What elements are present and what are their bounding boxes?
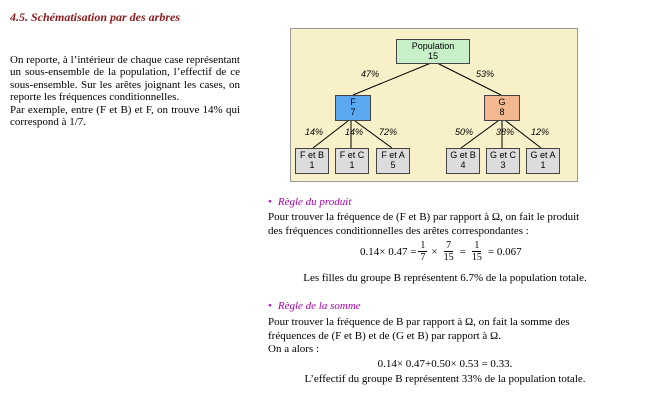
edge-g-gb bbox=[460, 120, 499, 149]
node-count: 1 bbox=[540, 160, 546, 170]
formula-lhs: 0.14× 0.47 = bbox=[360, 245, 417, 258]
node-count: 7 bbox=[350, 107, 356, 117]
node-g-et-c: G et C 3 bbox=[486, 148, 520, 174]
node-label: G et B bbox=[450, 150, 476, 160]
rule-sum-title: Règle de la somme bbox=[277, 300, 361, 312]
node-g-et-b: G et B 4 bbox=[446, 148, 480, 174]
tree-edges bbox=[312, 62, 542, 149]
fraction-1-7: 1 7 bbox=[418, 240, 428, 263]
rule-product-line-2: des fréquences conditionnelles des arête… bbox=[268, 224, 529, 237]
times-sign: × bbox=[431, 245, 438, 258]
node-label: G bbox=[498, 97, 506, 107]
node-label: F et A bbox=[381, 150, 405, 160]
node-count: 1 bbox=[349, 160, 355, 170]
intro-text: On reporte, à l’intérieur de chaque case… bbox=[10, 54, 240, 128]
fraction-numerator: 7 bbox=[444, 240, 454, 252]
rule-product-heading: • Règle du produit bbox=[268, 196, 351, 208]
rule-sum-line-2: fréquences de (F et B) et de (G et B) pa… bbox=[268, 329, 501, 342]
node-count: 1 bbox=[309, 160, 315, 170]
fraction-7-15: 7 15 bbox=[442, 240, 456, 263]
edge-f-fb bbox=[312, 120, 349, 149]
edge-label-ga: 12% bbox=[531, 127, 550, 137]
node-label: F et C bbox=[339, 150, 365, 160]
edge-label-f: 47% bbox=[361, 69, 380, 79]
fraction-denominator: 15 bbox=[471, 252, 482, 263]
node-label: G et C bbox=[489, 150, 516, 160]
sum-formula: 0.14× 0.47+0.50× 0.53 = 0.33. bbox=[377, 358, 513, 370]
formula-rhs: = 0.067 bbox=[487, 245, 522, 258]
intro-paragraph-1: On reporte, à l’intérieur de chaque case… bbox=[10, 54, 240, 104]
equals-sign: = bbox=[459, 245, 466, 258]
node-g: G 8 bbox=[484, 95, 520, 121]
rule-sum-line-1: Pour trouver la fréquence de B par rappo… bbox=[268, 316, 570, 328]
node-count: 8 bbox=[499, 107, 505, 117]
edge-label-g: 53% bbox=[476, 69, 495, 79]
node-label: G et A bbox=[530, 150, 556, 160]
probability-tree-diagram: Population 15 47% 53% F 7 G 8 14% 14% 72… bbox=[290, 28, 578, 182]
node-label: Population bbox=[411, 41, 455, 51]
rule-sum-heading: • Règle de la somme bbox=[268, 300, 361, 312]
bullet-icon: • bbox=[268, 196, 272, 208]
edge-label-fa: 72% bbox=[379, 127, 398, 137]
rule-sum-conclusion: L’effectif du groupe B représentent 33% … bbox=[304, 373, 586, 385]
rule-sum-text: Pour trouver la fréquence de B par rappo… bbox=[268, 316, 622, 357]
node-count: 4 bbox=[460, 160, 466, 170]
rule-product-text: Pour trouver la fréquence de (F et B) pa… bbox=[268, 211, 622, 238]
rule-product-line-1: Pour trouver la fréquence de (F et B) pa… bbox=[268, 211, 580, 223]
fraction-numerator: 1 bbox=[418, 240, 428, 252]
node-count: 3 bbox=[500, 160, 506, 170]
node-f-et-b: F et B 1 bbox=[295, 148, 329, 174]
node-label: F bbox=[350, 97, 356, 107]
node-f: F 7 bbox=[335, 95, 371, 121]
product-formula: 0.14× 0.47 = 1 7 × 7 15 = 1 15 = 0.067 bbox=[360, 240, 524, 263]
section-title: 4.5. Schématisation par des arbres bbox=[10, 10, 181, 24]
rule-product-title: Règle du produit bbox=[277, 196, 352, 208]
edge-root-g bbox=[436, 62, 502, 96]
edge-label-gc: 38% bbox=[496, 127, 515, 137]
fraction-denominator: 15 bbox=[443, 252, 454, 263]
edge-label-gb: 50% bbox=[455, 127, 474, 137]
fraction-numerator: 1 bbox=[472, 240, 482, 252]
node-label: F et B bbox=[299, 150, 324, 160]
node-count: 5 bbox=[390, 160, 396, 170]
bullet-icon: • bbox=[268, 300, 272, 312]
edge-label-fc: 14% bbox=[345, 127, 364, 137]
rule-product-conclusion: Les filles du groupe B représentent 6.7%… bbox=[303, 272, 587, 284]
edge-f-fa bbox=[354, 120, 393, 149]
edge-g-ga bbox=[505, 120, 542, 149]
node-count: 15 bbox=[427, 51, 438, 61]
edge-root-f bbox=[352, 62, 432, 96]
node-f-et-a: F et A 5 bbox=[376, 148, 410, 174]
node-g-et-a: G et A 1 bbox=[526, 148, 560, 174]
node-f-et-c: F et C 1 bbox=[335, 148, 369, 174]
rule-sum-line-3: On a alors : bbox=[268, 343, 320, 355]
node-population: Population 15 bbox=[396, 39, 470, 64]
fraction-denominator: 7 bbox=[420, 252, 426, 263]
intro-paragraph-2: Par exemple, entre (F et B) et F, on tro… bbox=[10, 103, 240, 129]
fraction-1-15: 1 15 bbox=[470, 240, 484, 263]
edge-label-fb: 14% bbox=[305, 127, 324, 137]
